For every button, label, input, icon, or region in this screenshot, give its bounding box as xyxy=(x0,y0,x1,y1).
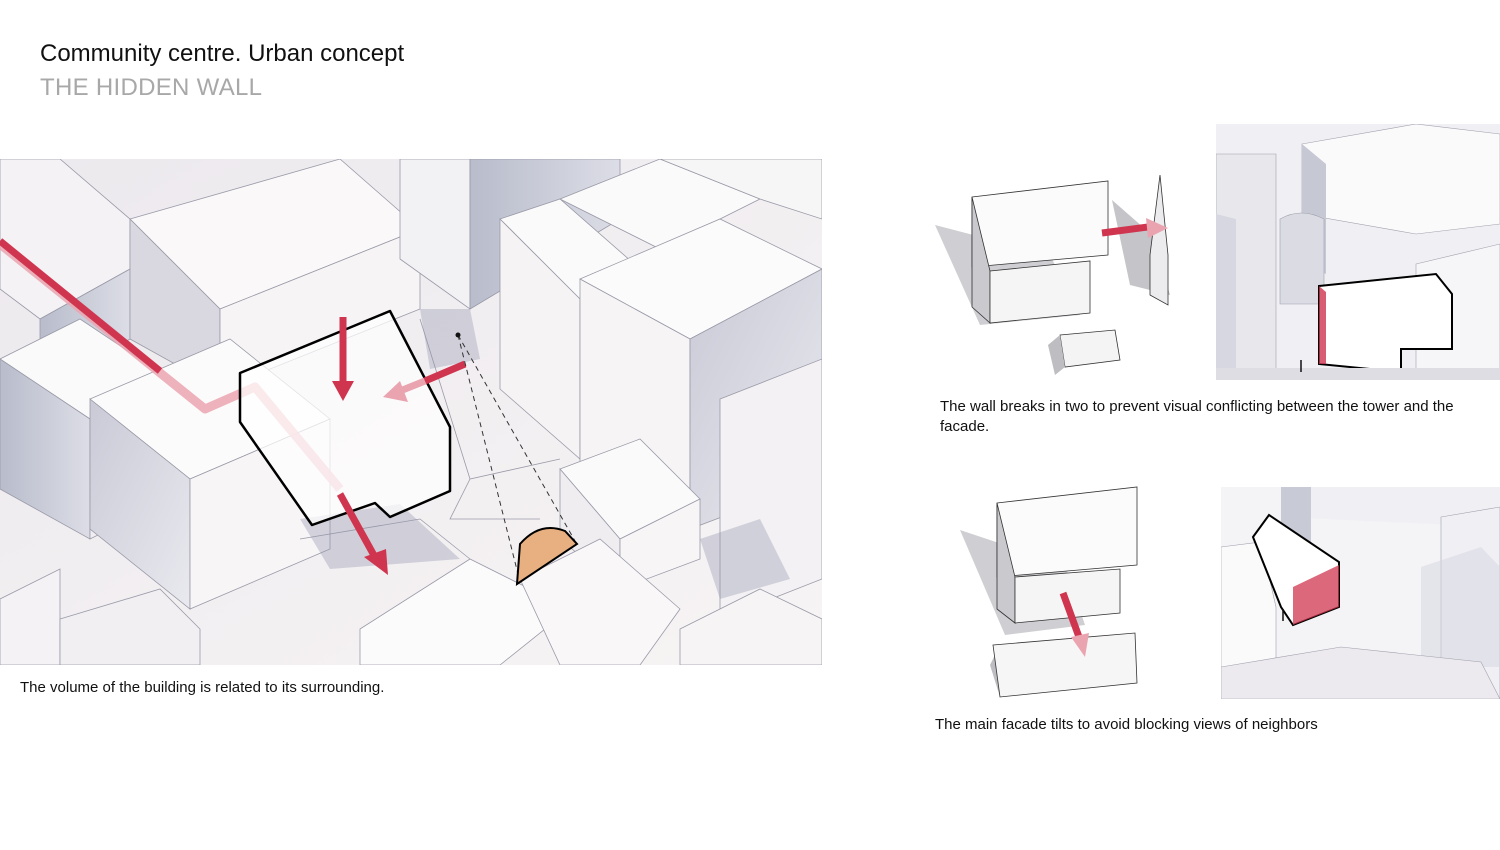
page-title: Community centre. Urban concept xyxy=(40,40,405,67)
facade-tilts-massing xyxy=(955,485,1155,700)
main-volume-roof xyxy=(971,180,1109,268)
caption-facade-tilts: The main facade tilts to avoid blocking … xyxy=(935,716,1318,733)
view-cone-left xyxy=(457,334,521,583)
left-block-shadow xyxy=(1216,214,1236,374)
wall-breaks-render-drawing xyxy=(1216,124,1500,380)
main-urban-axonometric xyxy=(0,159,822,665)
arrow-left-light xyxy=(398,377,427,395)
tower-spire xyxy=(1149,175,1169,306)
context-buildings xyxy=(0,159,822,665)
red-wall xyxy=(1319,286,1326,364)
wall-breaks-massing xyxy=(930,175,1180,375)
bg-block xyxy=(1301,124,1500,235)
facade-tilts-render xyxy=(1221,487,1500,699)
arrow-left-red xyxy=(423,360,467,385)
cast-shadows xyxy=(300,309,790,599)
main-axonometric-drawing xyxy=(0,159,822,665)
view-target-orange xyxy=(515,527,579,586)
arrow-down-red-head xyxy=(332,381,354,401)
facade-tilts-render-drawing xyxy=(1221,487,1500,699)
arrow-red xyxy=(1101,223,1149,237)
community-centre-volume xyxy=(1318,272,1453,374)
right-shadow xyxy=(1421,547,1500,667)
arrow-diagonal-red-head xyxy=(364,549,388,575)
pedestrian-path-red xyxy=(0,238,163,374)
view-cone-right xyxy=(457,334,576,542)
plaza xyxy=(1221,646,1500,699)
small-block-shadow xyxy=(1048,335,1065,375)
arrow-left-light-head xyxy=(383,381,408,402)
cylinder-tower xyxy=(1279,212,1325,305)
viewer-figure xyxy=(455,332,461,338)
main-volume-front xyxy=(989,260,1091,324)
caption-wall-breaks: The wall breaks in two to prevent visual… xyxy=(940,398,1454,435)
page-subtitle: THE HIDDEN WALL xyxy=(40,74,263,101)
wall-breaks-massing-drawing xyxy=(935,175,1170,375)
wall-breaks-render xyxy=(1216,124,1500,380)
arrow-diagonal-red xyxy=(336,492,380,561)
caption-main: The volume of the building is related to… xyxy=(20,679,385,696)
community-centre-volume xyxy=(238,309,452,527)
street xyxy=(1216,368,1500,380)
arrow-light-head xyxy=(1146,218,1168,238)
tilted-red-facade xyxy=(1293,565,1339,625)
arrow-light-head xyxy=(1071,633,1089,657)
small-block xyxy=(1059,329,1121,368)
arrow-red xyxy=(1059,591,1083,639)
tilted-facade xyxy=(992,632,1138,698)
main-volume-roof xyxy=(996,486,1138,578)
facade-tilts-massing-drawing xyxy=(960,486,1138,698)
